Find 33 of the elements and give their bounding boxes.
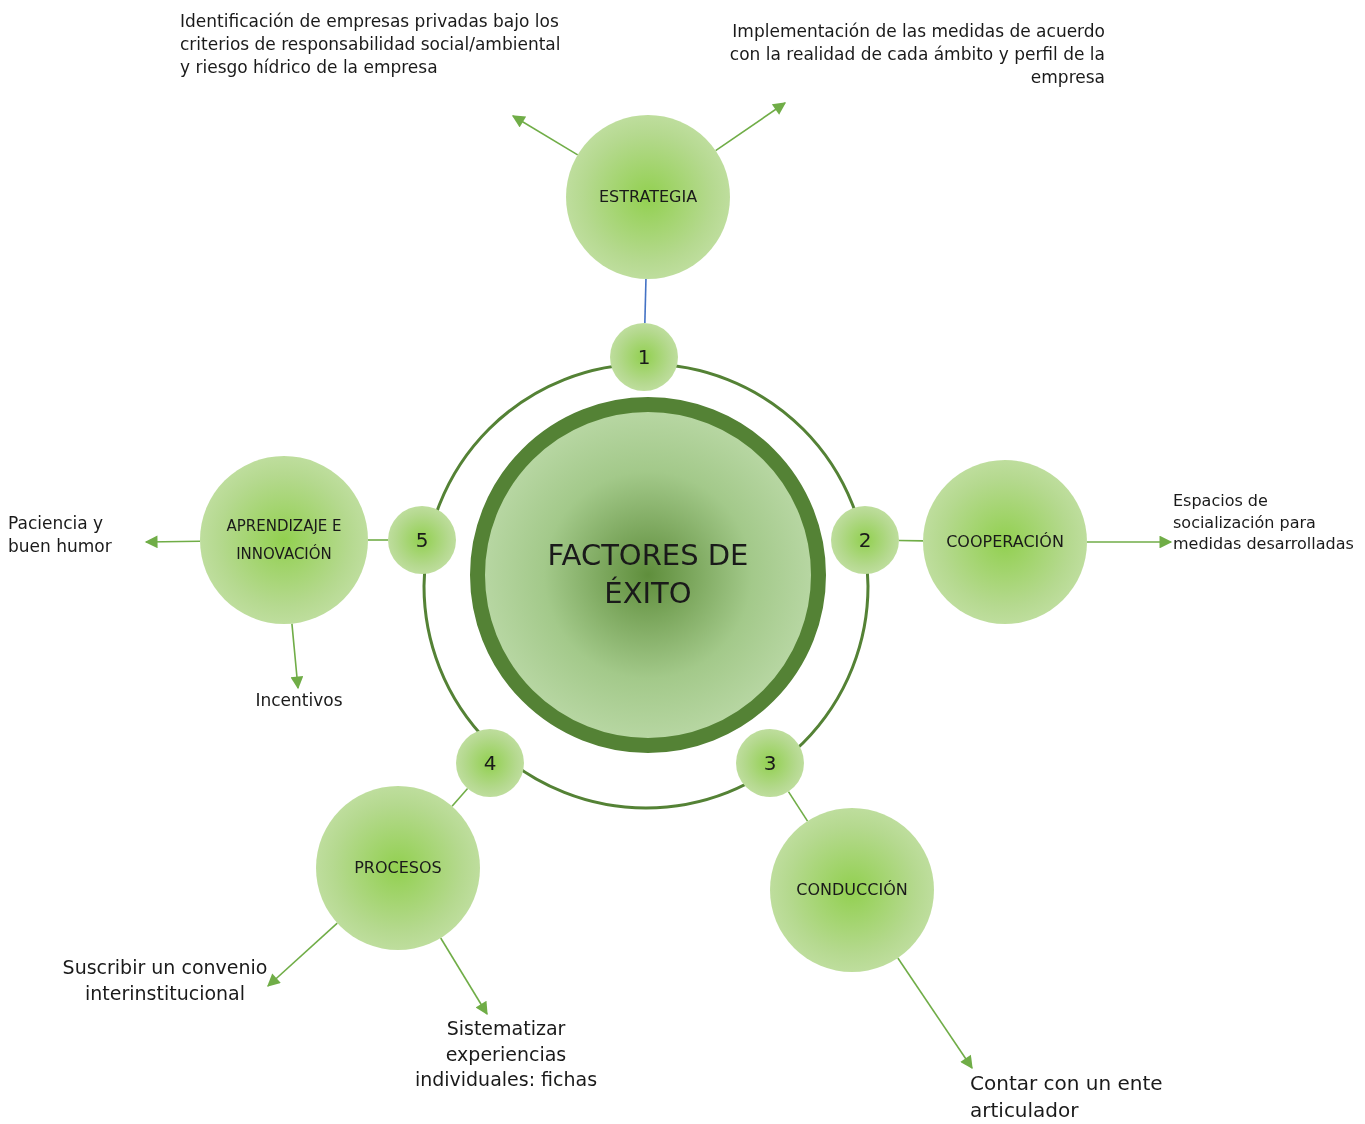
number-circle (736, 729, 804, 797)
step-number: 5 (415, 527, 429, 554)
arrow (511, 115, 579, 156)
connector-line (898, 539, 924, 542)
arrow (1086, 535, 1173, 549)
step-number: 4 (483, 750, 497, 777)
circle-label: FACTORES DE ÉXITO (546, 537, 750, 612)
connector-line (644, 278, 647, 324)
arrow (290, 622, 304, 690)
arrow (267, 922, 339, 987)
circle-label: ESTRATEGIA (598, 185, 698, 208)
step-number: 3 (763, 750, 777, 777)
circle-label: PROCESOS (354, 856, 442, 879)
note-text: Paciencia y buen humor (8, 512, 144, 568)
connector-line (451, 787, 469, 808)
arrow (897, 957, 973, 1070)
note-text: Suscribir un convenio interinstitucional (60, 955, 270, 1045)
note-text: Identificación de empresas privadas bajo los criterios de responsabilidad social/ambiental y riesgo hídrico de la empresa (180, 10, 575, 115)
connector-line (367, 539, 389, 541)
arrow (714, 102, 787, 152)
note-text: Contar con un ente articulador (970, 1070, 1240, 1124)
note-text: Implementación de las medidas de acuerdo con la realidad de cada ámbito y perfil de la empresa (715, 20, 1105, 102)
arrow (144, 535, 201, 549)
step-number: 1 (637, 344, 651, 371)
circle-label: APRENDIZAJE E INNOVACIÓN (225, 515, 343, 565)
note-text: Incentivos (240, 689, 358, 717)
note-text: Espacios de socialización para medidas desarrolladas (1173, 490, 1365, 600)
step-number: 2 (858, 527, 872, 554)
arrow (439, 937, 488, 1016)
note-text: Sistematizar experiencias individuales: fichas (386, 1016, 626, 1106)
circle-label: COOPERACIÓN (946, 530, 1064, 553)
connector-line (787, 790, 809, 822)
circle-label: CONDUCCIÓN (796, 878, 908, 901)
